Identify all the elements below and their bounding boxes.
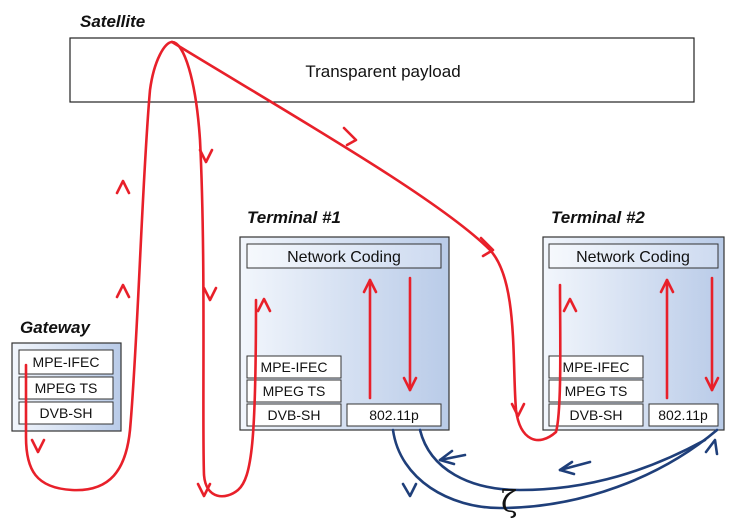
arrow-blue-left-2 <box>558 460 576 476</box>
local-link-paths <box>391 428 719 510</box>
satellite-title: Satellite <box>80 12 145 31</box>
arrow-blue-down-left <box>401 482 418 498</box>
arrow-blue-left-1 <box>438 449 456 466</box>
terminal1-layer-dvb-sh: DVB-SH <box>268 407 321 423</box>
terminal2-layer-dvb-sh: DVB-SH <box>570 407 623 423</box>
terminal1-box: Network Coding MPE-IFEC MPEG TS DVB-SH 8… <box>239 236 450 431</box>
arrow-blue-up-right <box>704 438 719 456</box>
terminal1-network-coding: Network Coding <box>287 249 401 266</box>
gateway-layer-mpe-ifec: MPE-IFEC <box>33 354 100 370</box>
payload-label: Transparent payload <box>305 62 460 81</box>
terminal2-network-coding: Network Coding <box>576 249 690 266</box>
satellite-signal-path <box>24 40 714 498</box>
gateway-box: MPE-IFEC MPEG TS DVB-SH <box>11 342 122 432</box>
blue-arrowheads <box>401 438 719 498</box>
satellite-payload-box: Transparent payload <box>69 37 695 103</box>
terminal2-layer-mpeg-ts: MPEG TS <box>565 383 628 399</box>
arrow-t2-nc-up <box>659 278 675 294</box>
arrow-sat-t2-2 <box>479 236 495 258</box>
arrow-t1-nc-up <box>362 278 378 294</box>
arrow-up-2 <box>115 283 131 299</box>
arrow-t1-up-left <box>256 297 272 313</box>
gateway-layer-mpeg-ts: MPEG TS <box>35 380 98 396</box>
gateway-layer-dvb-sh: DVB-SH <box>40 405 93 421</box>
terminal1-link-80211p: 802.11p <box>369 407 419 423</box>
terminal2-layer-mpe-ifec: MPE-IFEC <box>563 359 630 375</box>
red-arrowheads <box>30 126 720 498</box>
terminal2-title: Terminal #2 <box>551 208 645 227</box>
terminal1-layer-mpe-ifec: MPE-IFEC <box>261 359 328 375</box>
terminal1-layer-mpeg-ts: MPEG TS <box>263 383 326 399</box>
arrow-down-1 <box>198 148 214 164</box>
arrow-sat-t2-1 <box>342 126 358 147</box>
arrow-t2-up-left <box>562 297 578 313</box>
terminal2-box: Network Coding MPE-IFEC MPEG TS DVB-SH 8… <box>542 236 725 431</box>
terminal2-link-80211p: 802.11p <box>658 407 708 423</box>
gateway-title: Gateway <box>20 318 91 337</box>
arrow-t2-nc-down <box>704 376 720 392</box>
zeta-symbol: ζ <box>501 485 517 520</box>
terminal1-title: Terminal #1 <box>247 208 341 227</box>
arrow-gateway-down <box>30 438 46 454</box>
arrow-return-down <box>196 482 212 498</box>
arrow-t1-nc-down <box>402 376 418 392</box>
arrow-up-1 <box>115 179 131 195</box>
arrow-t2-dvb-down <box>510 402 526 418</box>
arrow-down-2 <box>202 286 218 302</box>
